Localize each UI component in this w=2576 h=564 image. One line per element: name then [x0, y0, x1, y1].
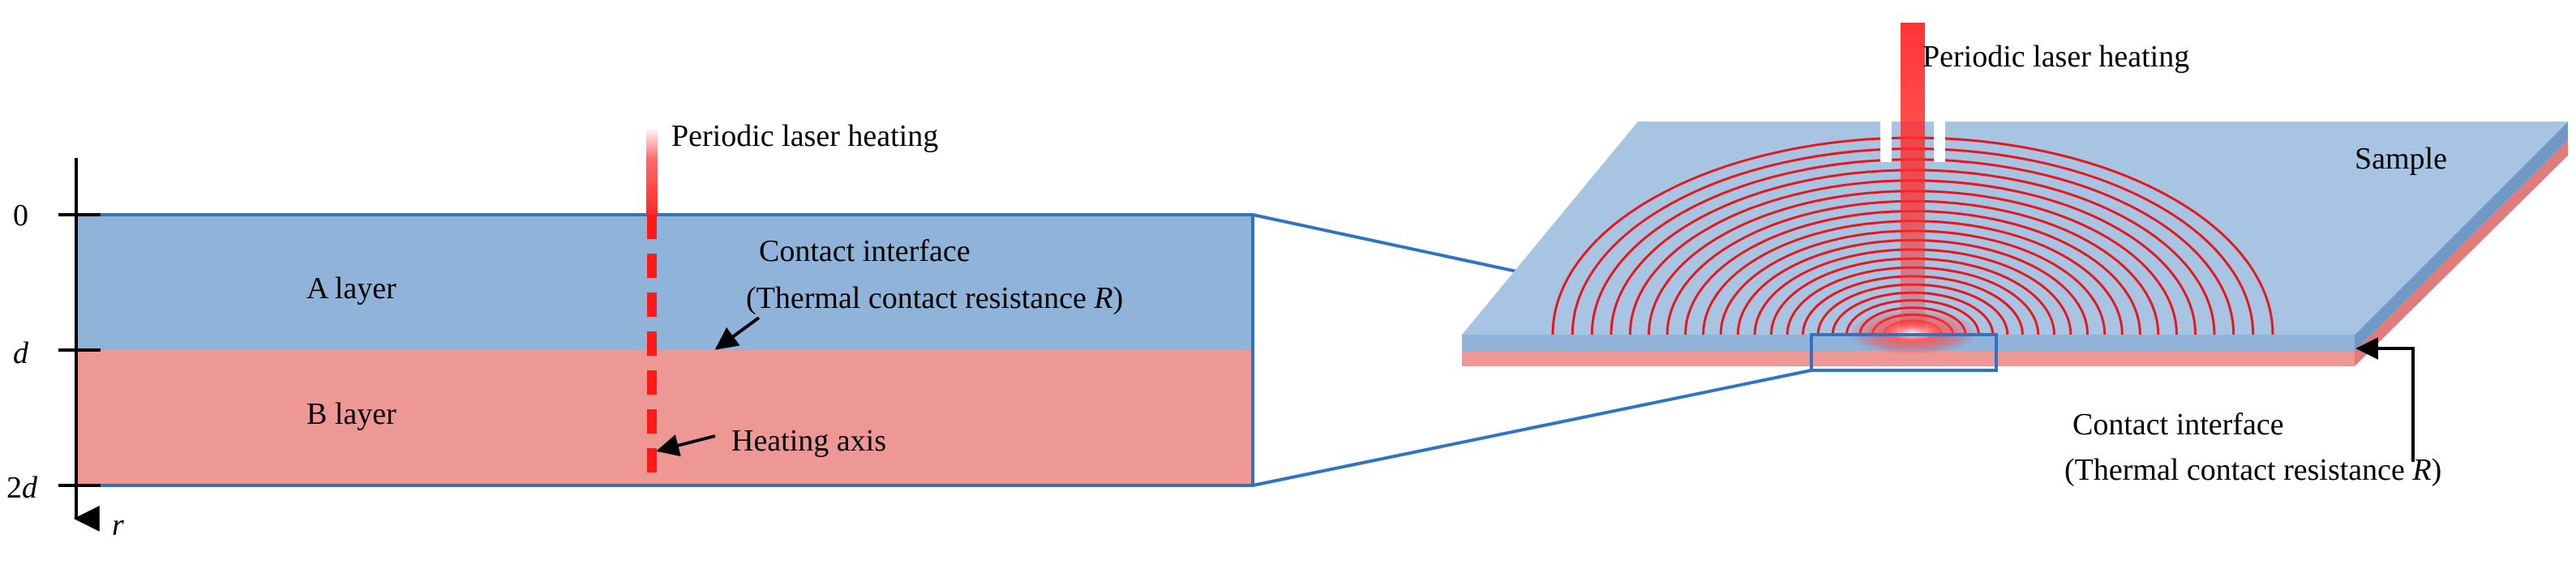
interface-label-left-text: (Thermal contact resistance [746, 281, 1094, 315]
laser-gap-right [1934, 113, 1945, 162]
interface-label-left-line1: Contact interface [759, 234, 971, 268]
layer-a [76, 215, 1253, 350]
laser-beam-right [1901, 23, 1925, 332]
r-axis-label: r [112, 508, 124, 542]
interface-label-left-close: ) [1113, 281, 1124, 315]
sample-a-side [2355, 122, 2568, 351]
sample-b-front [1462, 351, 2355, 366]
interface-label-right-text: (Thermal contact resistance [2064, 453, 2412, 487]
sample-b-side [2355, 140, 2568, 366]
laser-beam-left [646, 130, 658, 215]
sample-label: Sample [2355, 142, 2447, 176]
layer-b [76, 350, 1253, 485]
laser-label-left: Periodic laser heating [671, 119, 938, 153]
interface-label-right-symbol: R [2411, 453, 2431, 487]
heating-axis-arrow [656, 434, 716, 457]
layer-a-label: A layer [306, 271, 396, 306]
tick-2d-number: 2 [6, 471, 22, 505]
interface-label-right-line2: (Thermal contact resistance R) [2064, 453, 2441, 487]
interface-arrow-left [714, 316, 761, 350]
interface-arrow-right [2355, 337, 2415, 462]
layer-b-label: B layer [306, 397, 396, 431]
tick-2d-symbol: d [22, 471, 38, 505]
zoom-box [1810, 333, 1998, 372]
interface-label-left-line2: (Thermal contact resistance R) [746, 281, 1123, 315]
zoom-line-bottom [1252, 369, 1812, 487]
laser-label-right: Periodic laser heating [1922, 40, 2189, 74]
right-panel: Periodic laser heating Sample Contact in… [1462, 23, 2568, 487]
interface-label-right-line1: Contact interface [2072, 408, 2284, 442]
interface-label-right-close: ) [2432, 453, 2442, 487]
laser-gap-left [1880, 113, 1892, 162]
tick-d-label: d [13, 336, 29, 370]
left-panel: 0 d 2d r Periodic laser heating A layer … [6, 119, 1254, 542]
tick-2d-label: 2d [6, 471, 38, 505]
heating-axis-label: Heating axis [731, 424, 886, 458]
tick-0-label: 0 [13, 199, 28, 233]
interface-label-left-symbol: R [1093, 281, 1112, 315]
